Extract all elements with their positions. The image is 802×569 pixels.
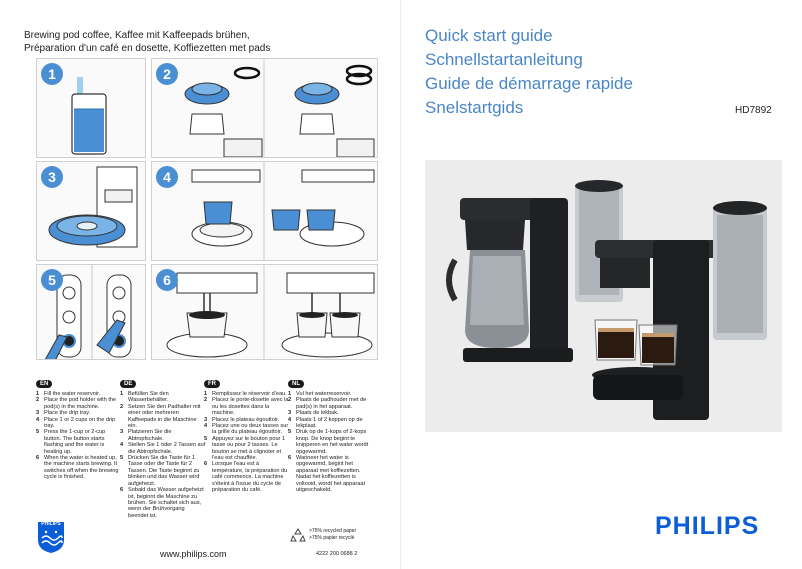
website-url: www.philips.com	[160, 549, 227, 559]
subtitle-line-2: Préparation d'un café en dosette, Koffie…	[24, 43, 271, 54]
cups-on-tray-illustration	[191, 162, 375, 260]
water-reservoir-illustration	[71, 77, 107, 155]
brewing-illustration	[166, 265, 375, 359]
step-panel-1: 1	[36, 58, 146, 158]
pod-holder-illustration	[184, 59, 375, 157]
model-number: HD7892	[735, 105, 772, 116]
step-number-3: 3	[41, 166, 63, 188]
title-french: Guide de démarrage rapide	[425, 74, 633, 93]
step-panel-4: 4	[151, 161, 378, 261]
step-panel-6: 6	[151, 264, 378, 360]
page-fold	[400, 0, 401, 569]
recycle-icon	[290, 528, 306, 542]
step-number-2: 2	[156, 63, 178, 85]
subtitle-line-1: Brewing pod coffee, Kaffee mit Kaffeepad…	[24, 30, 250, 41]
product-photo	[425, 160, 782, 432]
drip-tray-illustration	[48, 166, 138, 248]
button-press-illustration	[44, 265, 132, 359]
step-panel-5: 5	[36, 264, 146, 360]
document-number: 4222 200 0688 2	[316, 551, 358, 557]
title-german: Schnellstartanleitung	[425, 50, 583, 69]
right-page: Quick start guide Schnellstartanleitung …	[401, 0, 802, 569]
lang-badge-de: DE	[120, 380, 137, 388]
step-panel-3: 3	[36, 161, 146, 261]
lang-badge-nl: NL	[288, 380, 304, 388]
recycle-note: >75% recycled paper >75% papier recyclé	[309, 528, 356, 542]
title-dutch: Snelstartgids	[425, 98, 524, 117]
step-panel-2: 2	[151, 58, 378, 158]
shield-brand-label: PHILIPS	[41, 521, 61, 527]
step-number-1: 1	[41, 63, 63, 85]
lang-badge-en: EN	[36, 380, 53, 388]
philips-wordmark: PHILIPS	[655, 512, 760, 540]
lang-badge-fr: FR	[204, 380, 220, 388]
recycle-line-2: >75% papier recyclé	[309, 535, 355, 541]
step-number-4: 4	[156, 166, 178, 188]
left-page: Brewing pod coffee, Kaffee mit Kaffeepad…	[24, 30, 378, 559]
recycle-line-1: >75% recycled paper	[309, 528, 357, 534]
title-english: Quick start guide	[425, 26, 553, 45]
philips-shield-icon	[38, 522, 64, 553]
steps-illustration-grid: 1 2	[36, 58, 378, 360]
step-number-6: 6	[156, 269, 178, 291]
coffee-machines-image	[425, 160, 782, 432]
step-number-5: 5	[41, 269, 63, 291]
